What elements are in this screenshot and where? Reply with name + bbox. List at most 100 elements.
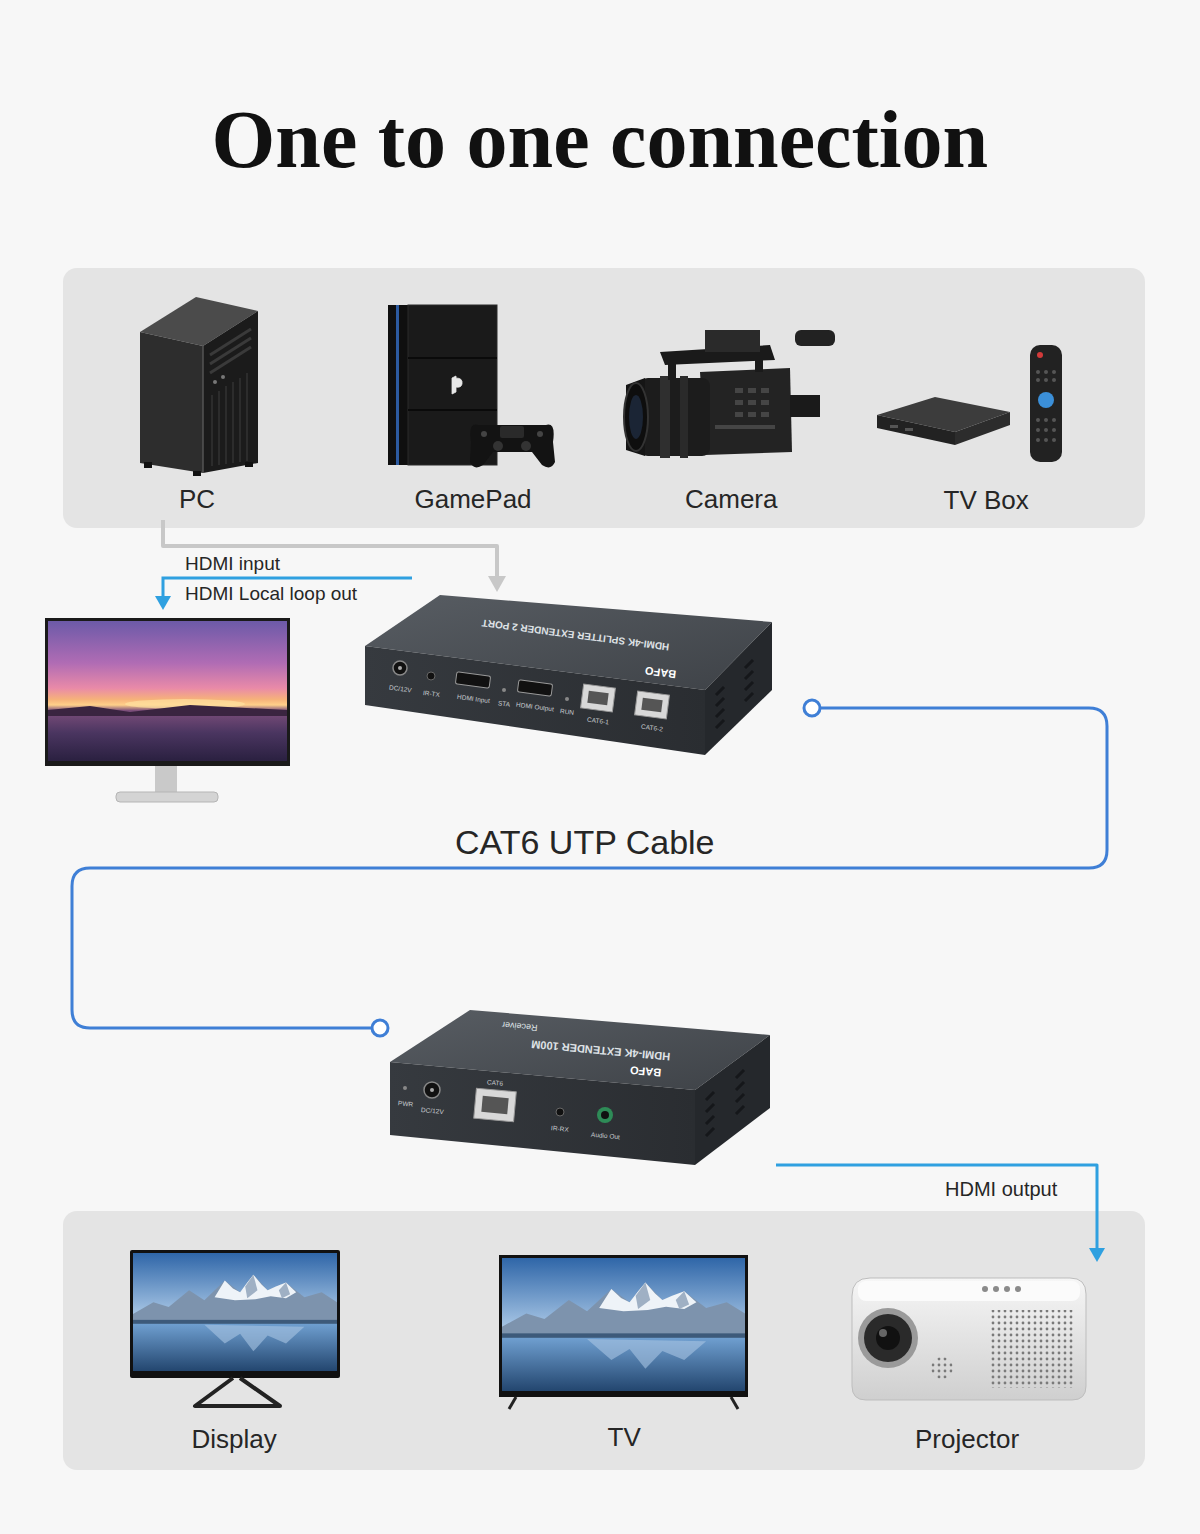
- tv-box: [1036, 370, 1040, 374]
- page-title: One to one connection: [212, 93, 989, 187]
- signal-label: HDMI Local loop out: [185, 583, 357, 605]
- projector: [990, 1310, 1075, 1388]
- projector: [879, 1329, 887, 1337]
- game-console: [388, 305, 408, 465]
- game-console: [521, 441, 531, 451]
- projector: [858, 1308, 918, 1368]
- projector: [864, 1314, 912, 1362]
- model-text: Receiver: [502, 1019, 538, 1033]
- receiver-body: [556, 1108, 564, 1116]
- device-caption: TV Box: [944, 486, 1029, 516]
- source-device: Camera: [615, 320, 845, 520]
- loop-monitor: [48, 621, 287, 761]
- video-camera: [761, 412, 769, 417]
- receiver-body: [390, 1062, 695, 1165]
- video-camera: [629, 395, 643, 439]
- video-camera: [748, 400, 756, 405]
- tv-box: [1052, 418, 1056, 422]
- receiver-unit: ReceiverHDMI-4K EXTENDER 100MBAFOPWRDC/1…: [380, 1006, 776, 1168]
- transmitter-body: [745, 682, 753, 690]
- tv-box: [1037, 352, 1043, 358]
- receiver-body: [706, 1070, 744, 1136]
- video-camera: [624, 330, 835, 458]
- loop-monitor: [155, 766, 177, 794]
- device-caption: PC: [179, 485, 215, 515]
- video-camera: [755, 356, 763, 372]
- pc-tower: [140, 297, 258, 476]
- loop-out-arrow: [155, 596, 171, 610]
- projector: [852, 1278, 1086, 1400]
- video-camera: [668, 360, 676, 380]
- video-camera: [640, 378, 710, 456]
- game-console: [470, 425, 555, 468]
- pc-tower: [246, 373, 248, 461]
- port-label: IR-TX: [422, 688, 440, 698]
- arrow-head: [488, 576, 506, 592]
- output-panel: [63, 1211, 1145, 1470]
- tv-box: [1052, 378, 1056, 382]
- transmitter-body: [581, 684, 616, 712]
- transmitter-body: [641, 698, 662, 712]
- receiver-body: [736, 1070, 744, 1078]
- game-console: [500, 426, 524, 438]
- television: [502, 1258, 745, 1391]
- projector: [982, 1286, 988, 1292]
- port-label: DC/12V: [420, 1105, 443, 1115]
- transmitter-body: [455, 672, 490, 688]
- transmitter-body: [716, 709, 724, 717]
- output-device: Projector: [840, 1262, 1102, 1459]
- projector: [993, 1286, 999, 1292]
- transmitter-body: [716, 660, 753, 728]
- display-monitor: [130, 1250, 340, 1406]
- output-device: TV: [490, 1245, 758, 1460]
- pc-tower: [203, 311, 258, 473]
- receiver-body: [597, 1107, 613, 1123]
- transmitter-body: [565, 697, 569, 701]
- projector: [931, 1357, 953, 1379]
- transmitter-body: [517, 680, 552, 696]
- tv-box: [1036, 428, 1040, 432]
- video-camera: [795, 330, 835, 346]
- cable-end: [372, 1020, 388, 1036]
- receiver-body: [706, 1104, 714, 1112]
- receiver-body: [403, 1086, 407, 1090]
- pc-tower: [202, 346, 204, 473]
- game-console: [481, 431, 487, 437]
- video-camera: [735, 412, 743, 417]
- port-label: STA: [498, 699, 511, 708]
- television: [499, 1255, 748, 1397]
- model-text: HDMI-4K EXTENDER 100M: [530, 1037, 670, 1062]
- video-camera: [700, 368, 792, 455]
- loop-monitor: [116, 792, 218, 802]
- video-camera: [735, 388, 743, 393]
- game-console: [493, 441, 503, 451]
- pc-tower: [221, 375, 225, 379]
- device-caption: GamePad: [415, 485, 532, 515]
- tv-box: [955, 412, 1010, 445]
- receiver-body: [706, 1092, 714, 1100]
- video-camera: [624, 383, 648, 451]
- source-device: PC: [120, 288, 275, 520]
- tv-box: [1044, 438, 1048, 442]
- device-caption: Display: [192, 1425, 277, 1455]
- receiver-body: [706, 1116, 714, 1124]
- receiver-body: [481, 1096, 508, 1114]
- transmitter-body: [398, 666, 402, 670]
- source-device: TV Box: [865, 335, 1075, 520]
- game-console: [408, 409, 497, 411]
- display-monitor: [133, 1253, 337, 1371]
- loop-monitor: [45, 618, 290, 766]
- transmitter-body: [393, 661, 407, 675]
- transmitter-body: [745, 671, 753, 679]
- game-console: [396, 305, 399, 465]
- receiver-body: [601, 1111, 609, 1119]
- television: [509, 1397, 516, 1409]
- transmitter-body: [365, 646, 705, 755]
- connector: [776, 1165, 1105, 1262]
- video-camera: [761, 400, 769, 405]
- video-camera: [680, 376, 688, 458]
- pc-tower: [210, 347, 251, 373]
- display-monitor: [195, 1378, 280, 1406]
- port-label: IR-RX: [551, 1124, 569, 1133]
